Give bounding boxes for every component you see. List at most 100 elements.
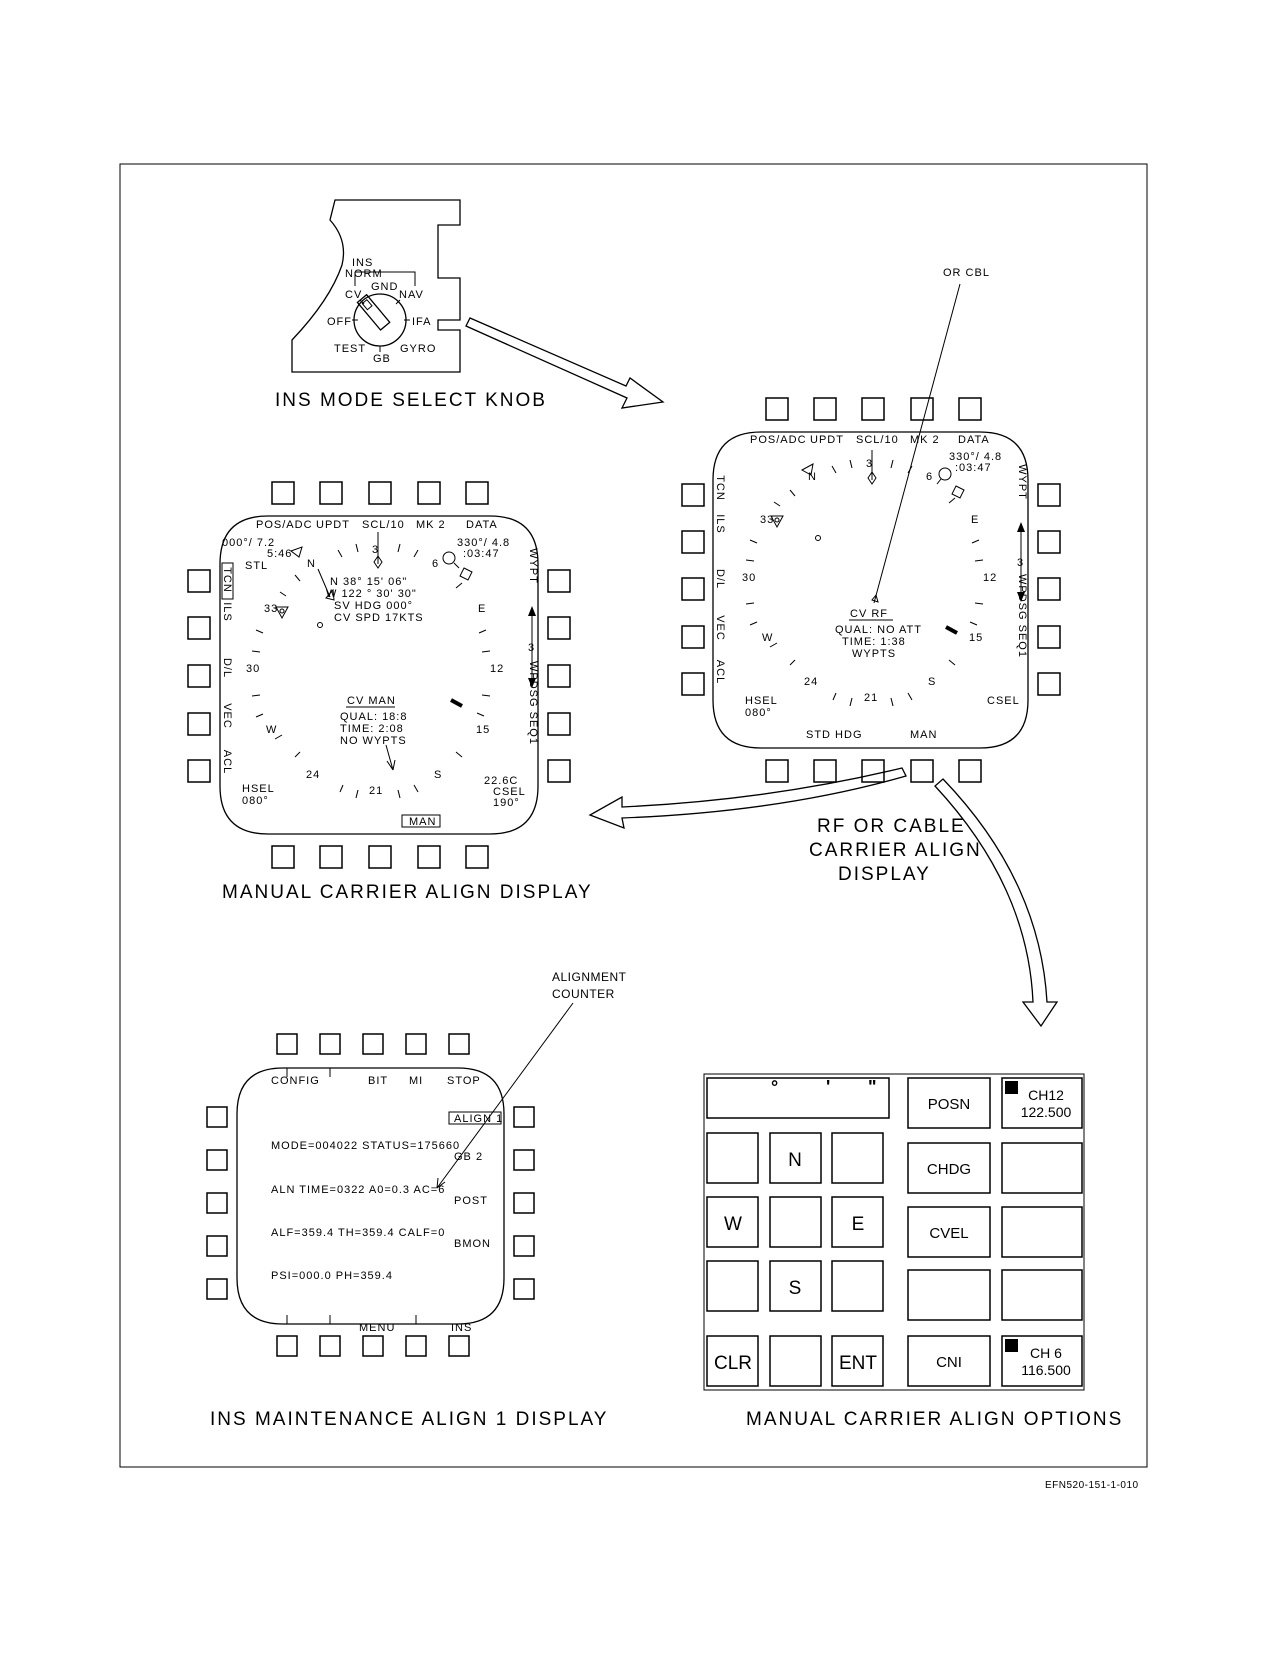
maint-bottom-button-1[interactable] <box>276 1335 298 1357</box>
rf-top-button-2[interactable] <box>813 397 837 421</box>
maint-top-button-4[interactable] <box>405 1033 427 1055</box>
manual-compass-33: 33 <box>264 603 278 615</box>
rf-top-button-1[interactable] <box>765 397 789 421</box>
or-cbl-leader <box>873 283 961 604</box>
manual-top-button-3[interactable] <box>368 481 392 505</box>
knob-label-gnd: GND <box>371 281 398 293</box>
rf-top-button-3[interactable] <box>861 397 885 421</box>
keypad-key-blank-3[interactable] <box>769 1196 822 1248</box>
rf-right-button-2[interactable] <box>1037 530 1061 554</box>
rf-hsel: HSEL <box>745 695 778 707</box>
manual-right-button-5[interactable] <box>547 759 571 783</box>
manual-bottom-button-3[interactable] <box>368 845 392 869</box>
manual-right-button-3[interactable] <box>547 664 571 688</box>
manual-left-button-4[interactable] <box>187 712 211 736</box>
maint-right-button-2[interactable] <box>513 1149 535 1171</box>
rf-bottom-button-3[interactable] <box>861 759 885 783</box>
keypad-key-s[interactable] <box>769 1260 822 1312</box>
rf-left-button-5[interactable] <box>681 672 705 696</box>
maint-align-box[interactable] <box>448 1111 502 1125</box>
maint-left-button-2[interactable] <box>206 1149 228 1171</box>
rf-bottom-button-4[interactable] <box>910 759 934 783</box>
keypad-option-blank[interactable] <box>907 1269 991 1321</box>
manual-left-button-5[interactable] <box>187 759 211 783</box>
maint-left-button-3[interactable] <box>206 1192 228 1214</box>
keypad-key-ent[interactable] <box>831 1335 884 1387</box>
manual-right-button-2[interactable] <box>547 616 571 640</box>
figure-border <box>119 163 1148 1468</box>
manual-left-button-3[interactable] <box>187 664 211 688</box>
rf-left-button-4[interactable] <box>681 625 705 649</box>
keypad-key-blank-6[interactable] <box>769 1335 822 1387</box>
keypad-key-blank-5[interactable] <box>831 1260 884 1312</box>
rf-right-label-wypt: WYPT <box>1016 464 1028 500</box>
keypad-channel-blank-1[interactable] <box>1001 1142 1083 1194</box>
keypad-key-blank-1[interactable] <box>706 1132 759 1184</box>
manual-bottom-button-5[interactable] <box>465 845 489 869</box>
maint-left-button-5[interactable] <box>206 1278 228 1300</box>
manual-man-box[interactable] <box>401 814 441 828</box>
rf-right-button-4[interactable] <box>1037 625 1061 649</box>
rf-bottom-button-5[interactable] <box>958 759 982 783</box>
keypad-channel-blank-3[interactable] <box>1001 1269 1083 1321</box>
manual-display-caption: MANUAL CARRIER ALIGN DISPLAY <box>222 882 593 903</box>
maint-top-button-2[interactable] <box>319 1033 341 1055</box>
manual-csel-1: 22.6C <box>484 775 518 787</box>
manual-top-button-2[interactable] <box>319 481 343 505</box>
manual-right-button-1[interactable] <box>547 569 571 593</box>
manual-top-left-1: 000°/ 7.2 <box>222 537 275 549</box>
maint-right-button-1[interactable] <box>513 1106 535 1128</box>
keypad-key-w[interactable] <box>706 1196 759 1248</box>
rf-top-button-5[interactable] <box>958 397 982 421</box>
keypad-key-e[interactable] <box>831 1196 884 1248</box>
rf-right-button-3[interactable] <box>1037 577 1061 601</box>
rf-left-button-1[interactable] <box>681 483 705 507</box>
maint-bottom-button-5[interactable] <box>448 1335 470 1357</box>
manual-info-lon: W 122 ° 30' 30" <box>326 588 417 600</box>
maint-left-button-4[interactable] <box>206 1235 228 1257</box>
manual-right-label-wypt: WYPT <box>527 548 539 584</box>
rf-bottom-button-2[interactable] <box>813 759 837 783</box>
rf-compass-s: S <box>928 676 936 688</box>
maint-left-button-1[interactable] <box>206 1106 228 1128</box>
rf-right-button-5[interactable] <box>1037 672 1061 696</box>
maint-top-button-5[interactable] <box>448 1033 470 1055</box>
maint-bottom-button-4[interactable] <box>405 1335 427 1357</box>
manual-bottom-button-4[interactable] <box>417 845 441 869</box>
rf-status-time: TIME: 1:38 <box>842 636 906 648</box>
rf-left-button-2[interactable] <box>681 530 705 554</box>
maint-top-button-1[interactable] <box>276 1033 298 1055</box>
keypad-option-posn[interactable] <box>907 1077 991 1129</box>
manual-bottom-button-2[interactable] <box>319 845 343 869</box>
manual-left-button-2[interactable] <box>187 616 211 640</box>
keypad-key-blank-2[interactable] <box>831 1132 884 1184</box>
manual-bottom-button-1[interactable] <box>271 845 295 869</box>
maint-right-button-4[interactable] <box>513 1235 535 1257</box>
rf-bottom-button-1[interactable] <box>765 759 789 783</box>
keypad-channel-blank-2[interactable] <box>1001 1206 1083 1258</box>
keypad-key-clr[interactable] <box>706 1335 759 1387</box>
maint-right-button-3[interactable] <box>513 1192 535 1214</box>
manual-right-button-4[interactable] <box>547 712 571 736</box>
maint-bottom-button-2[interactable] <box>319 1335 341 1357</box>
manual-left-button-1[interactable] <box>187 569 211 593</box>
manual-top-button-1[interactable] <box>271 481 295 505</box>
rf-left-button-3[interactable] <box>681 577 705 601</box>
manual-compass-e: E <box>478 603 486 615</box>
keypad-option-chdg[interactable] <box>907 1142 991 1194</box>
keypad-entry-display <box>706 1077 890 1119</box>
maint-top-button-3[interactable] <box>362 1033 384 1055</box>
keypad-option-cni[interactable] <box>907 1335 991 1387</box>
manual-top-button-4[interactable] <box>417 481 441 505</box>
rf-right-button-1[interactable] <box>1037 483 1061 507</box>
maint-right-button-5[interactable] <box>513 1278 535 1300</box>
manual-top-button-5[interactable] <box>465 481 489 505</box>
maint-bottom-button-3[interactable] <box>362 1335 384 1357</box>
keypad-option-cvel[interactable] <box>907 1206 991 1258</box>
keypad-key-n[interactable] <box>769 1132 822 1184</box>
rf-top-label-3: SCL/10 <box>856 434 899 446</box>
rf-top-button-4[interactable] <box>910 397 934 421</box>
rf-top-right-2: :03:47 <box>955 462 992 474</box>
keypad-key-blank-4[interactable] <box>706 1260 759 1312</box>
